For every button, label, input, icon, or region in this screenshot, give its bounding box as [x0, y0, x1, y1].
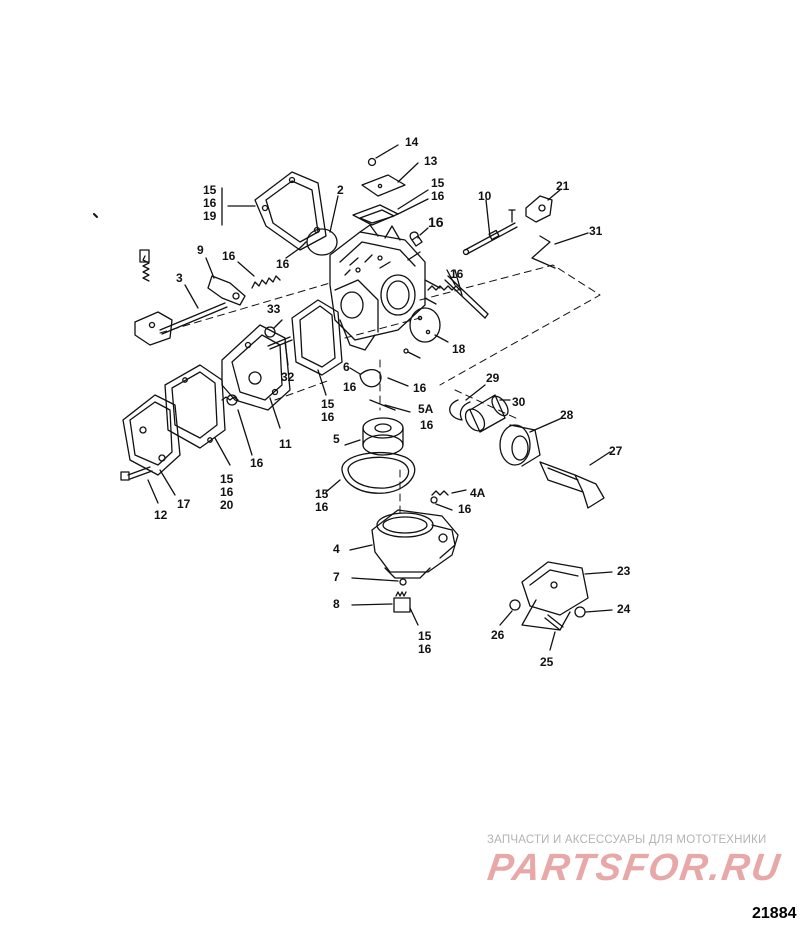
stack-line: 16 — [203, 196, 217, 210]
stack-line: 16 — [220, 485, 234, 499]
part-28-knob — [499, 417, 563, 467]
callout-23: 23 — [617, 564, 631, 578]
callout-4: 4 — [333, 542, 340, 556]
callout-4a: 4A — [470, 486, 486, 500]
stack-line: 16 — [321, 410, 335, 424]
callout-33: 33 — [267, 302, 281, 316]
part-16-spring-left — [237, 261, 281, 289]
part-16-screw-a — [285, 241, 307, 259]
part-23-housing — [521, 561, 613, 631]
callout-21: 21 — [556, 179, 570, 193]
callout-24: 24 — [617, 602, 631, 616]
part-14-screw — [367, 144, 399, 167]
part-21-lever — [525, 189, 561, 223]
stack-15-16-bowl: 15 16 — [315, 488, 328, 514]
part-4-float-bowl — [349, 509, 459, 579]
stack-15-16-20: 15 16 20 — [220, 473, 233, 512]
stack-line: 15 — [431, 176, 445, 190]
callout-12: 12 — [154, 508, 168, 522]
part-30-bushing — [464, 394, 511, 433]
part-5a-needle — [369, 399, 411, 413]
part-12-screw — [120, 466, 159, 504]
part-31-link — [531, 232, 589, 269]
watermark-logo: PARTSFOR.RU — [485, 847, 784, 889]
stack-line: 15 — [418, 629, 432, 643]
part-18-plate — [409, 307, 449, 343]
callout-30: 30 — [512, 395, 526, 409]
stack-line: 15 — [203, 183, 217, 197]
callout-10: 10 — [478, 189, 492, 203]
callout-27: 27 — [609, 444, 623, 458]
figure-number: 21884 — [752, 905, 797, 922]
stack-15-16-drain: 15 16 — [418, 630, 431, 656]
callout-32: 32 — [281, 370, 295, 384]
stack-line: 15 — [220, 472, 234, 486]
part-15-16-bowl-gasket — [325, 451, 416, 494]
callout-16-4a: 16 — [458, 502, 472, 516]
callout-2: 2 — [337, 183, 344, 197]
stack-line: 19 — [203, 209, 217, 223]
callout-31: 31 — [589, 224, 603, 238]
part-16-clip — [409, 227, 429, 241]
callout-16-gasket: 16 — [276, 257, 290, 271]
callout-16-right: 16 — [450, 267, 464, 281]
part-5-float — [344, 417, 404, 456]
alignment-lines — [159, 264, 601, 516]
part-2-diaphragm — [306, 195, 339, 256]
part-27-plunger — [539, 451, 611, 509]
watermark-tagline: ЗАПЧАСТИ И АКСЕССУАРЫ ДЛЯ МОТОТЕХНИКИ — [487, 834, 767, 846]
callout-5: 5 — [333, 432, 340, 446]
callout-8: 8 — [333, 597, 340, 611]
callout-26: 26 — [491, 628, 505, 642]
part-24-26-25 — [499, 599, 613, 651]
part-10-shaft — [462, 199, 518, 256]
part-9-lever — [205, 257, 246, 306]
callout-13: 13 — [424, 154, 438, 168]
callout-14: 14 — [405, 135, 419, 149]
callout-17: 17 — [177, 497, 191, 511]
part-11-pump-body — [221, 324, 291, 429]
callout-7: 7 — [333, 570, 340, 584]
stack-line: 16 — [418, 642, 432, 656]
stack-line: 16 — [315, 500, 329, 514]
callout-3: 3 — [176, 271, 183, 285]
callout-16-top: 16 — [428, 214, 444, 230]
part-15-16-19-gasket — [221, 171, 327, 251]
part-4a-screw — [430, 489, 467, 511]
part-15-16-20-gasket — [164, 364, 231, 466]
part-16-springs-right — [427, 269, 489, 319]
stack-15-16-mid: 15 16 — [321, 398, 334, 424]
carburetor-body — [329, 224, 441, 351]
callout-11: 11 — [279, 437, 292, 451]
callout-5a: 5A — [418, 402, 434, 416]
part-29-clip — [449, 384, 486, 421]
part-7-8-screws — [351, 577, 419, 626]
callout-16-mid: 16 — [413, 381, 427, 395]
callout-29: 29 — [486, 371, 500, 385]
callout-25: 25 — [540, 655, 554, 669]
callout-18: 18 — [452, 342, 466, 356]
stack-15-16-19: 15 16 19 — [203, 184, 216, 223]
part-13-plate — [361, 162, 419, 197]
part-15-16-gasket-mid — [291, 299, 343, 396]
part-33-32-screws — [264, 319, 293, 366]
stack-line: 16 — [431, 189, 445, 203]
callout-28: 28 — [560, 408, 574, 422]
callout-6: 6 — [343, 360, 350, 374]
part-6-screws — [349, 348, 421, 388]
stack-line: 20 — [220, 498, 234, 512]
stack-15-16-top: 15 16 — [431, 177, 444, 203]
stack-line: 15 — [321, 397, 335, 411]
part-16-plunger — [221, 394, 253, 456]
part-17-pump-cover — [122, 394, 181, 496]
part-3-arm — [134, 249, 228, 346]
callout-16-plunger: 16 — [250, 456, 264, 470]
callout-16-float: 16 — [343, 380, 357, 394]
callout-16-needle: 16 — [420, 418, 434, 432]
callout-9: 9 — [197, 243, 204, 257]
part-15-16-gasket-small — [352, 189, 429, 226]
stack-line: 15 — [315, 487, 329, 501]
callout-16-spring: 16 — [222, 249, 236, 263]
